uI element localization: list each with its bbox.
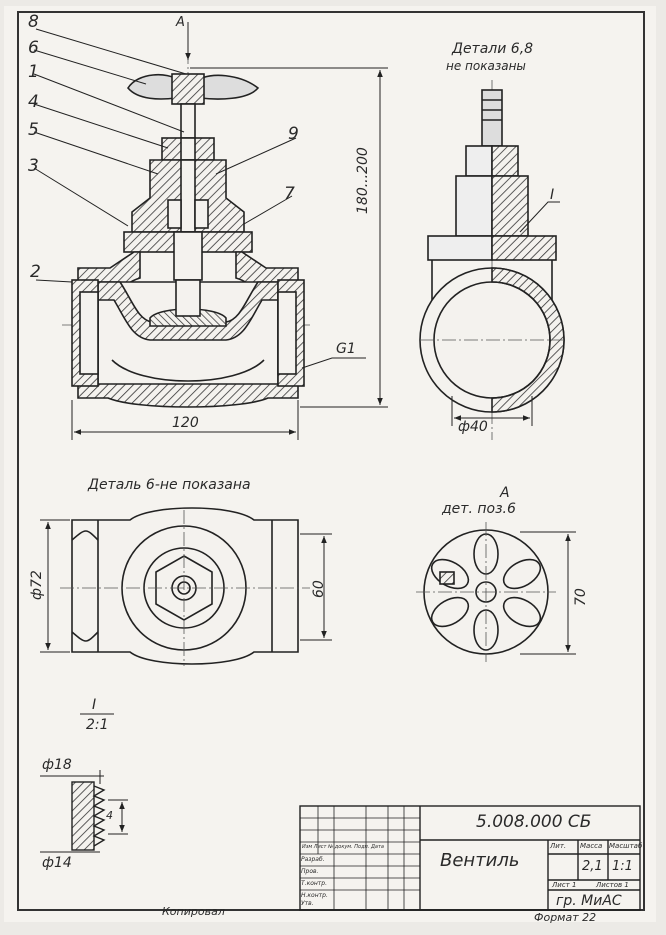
side-view-dimensions bbox=[451, 201, 560, 426]
handwheel-view bbox=[416, 522, 556, 662]
product-name: Вентиль bbox=[440, 850, 520, 871]
designation: 5.008.000 СБ bbox=[476, 812, 592, 832]
side-diameter: ф40 bbox=[458, 419, 488, 435]
detail-label: I bbox=[92, 697, 97, 713]
mass-value: 2,1 bbox=[582, 859, 603, 874]
side-view-note: не показаны bbox=[446, 59, 526, 73]
detail-view bbox=[40, 713, 128, 853]
width-dimension: 120 bbox=[172, 415, 199, 431]
height-dimension: 180...200 bbox=[355, 147, 371, 214]
title-block-col-label: Лит. bbox=[550, 842, 567, 850]
part-number-label: 1 bbox=[28, 62, 39, 82]
title-block-col-label: Масштаб bbox=[609, 842, 643, 850]
section-mark: I bbox=[550, 187, 555, 203]
title-block bbox=[299, 805, 641, 911]
detail-inner-diameter: ф14 bbox=[42, 855, 72, 871]
part-number-label: 4 bbox=[28, 92, 39, 112]
view-a-label: A bbox=[176, 15, 185, 30]
side-view bbox=[419, 80, 565, 440]
front-view-dimensions bbox=[71, 22, 388, 440]
top-diameter: ф72 bbox=[29, 570, 45, 600]
handwheel-label: дет. поз.6 bbox=[442, 501, 516, 517]
part-number-label: 2 bbox=[30, 262, 41, 282]
title-block-row-label: Н.контр. bbox=[301, 892, 328, 899]
part-number-label: 5 bbox=[28, 120, 39, 140]
handwheel-view-letter: A bbox=[500, 485, 510, 501]
paper bbox=[4, 6, 656, 922]
top-view-note: Деталь 6-не показана bbox=[88, 477, 251, 493]
sheet-label: Лист 1 bbox=[552, 881, 577, 889]
front-view bbox=[62, 28, 310, 408]
sheets-label: Листов 1 bbox=[596, 881, 629, 889]
top-view bbox=[60, 507, 310, 666]
title-block-col-label: Масса bbox=[580, 842, 603, 850]
thread-dimension: G1 bbox=[336, 341, 356, 357]
detail-scale: 2:1 bbox=[86, 717, 109, 733]
title-block-change-columns: Изм Лист № докум. Подп. Дата bbox=[302, 844, 384, 850]
part-number-label: 6 bbox=[28, 38, 39, 58]
part-number-label: 8 bbox=[28, 12, 39, 32]
top-width: 60 bbox=[311, 580, 327, 598]
top-view-dimensions bbox=[40, 519, 332, 653]
copied-label: Копировал bbox=[162, 905, 225, 918]
part-number-label: 9 bbox=[288, 124, 299, 144]
title-block-row-label: Разраб. bbox=[301, 856, 325, 863]
title-block-row-label: Утв. bbox=[301, 900, 314, 907]
title-block-row-label: Т.контр. bbox=[301, 880, 328, 887]
group-label: гр. МиАС bbox=[556, 893, 622, 909]
detail-outer-diameter: ф18 bbox=[42, 757, 72, 773]
leader-lines bbox=[33, 28, 297, 283]
side-view-note: Детали 6,8 bbox=[452, 41, 534, 57]
part-number-label: 3 bbox=[28, 156, 39, 176]
detail-pitch: 4 bbox=[106, 809, 113, 822]
scale-value: 1:1 bbox=[612, 859, 633, 874]
title-block-row-label: Пров. bbox=[301, 868, 319, 875]
format-label: Формат 22 bbox=[534, 911, 597, 924]
handwheel-dimensions bbox=[520, 531, 576, 655]
part-number-label: 7 bbox=[284, 184, 295, 204]
handwheel-size: 70 bbox=[573, 588, 589, 606]
